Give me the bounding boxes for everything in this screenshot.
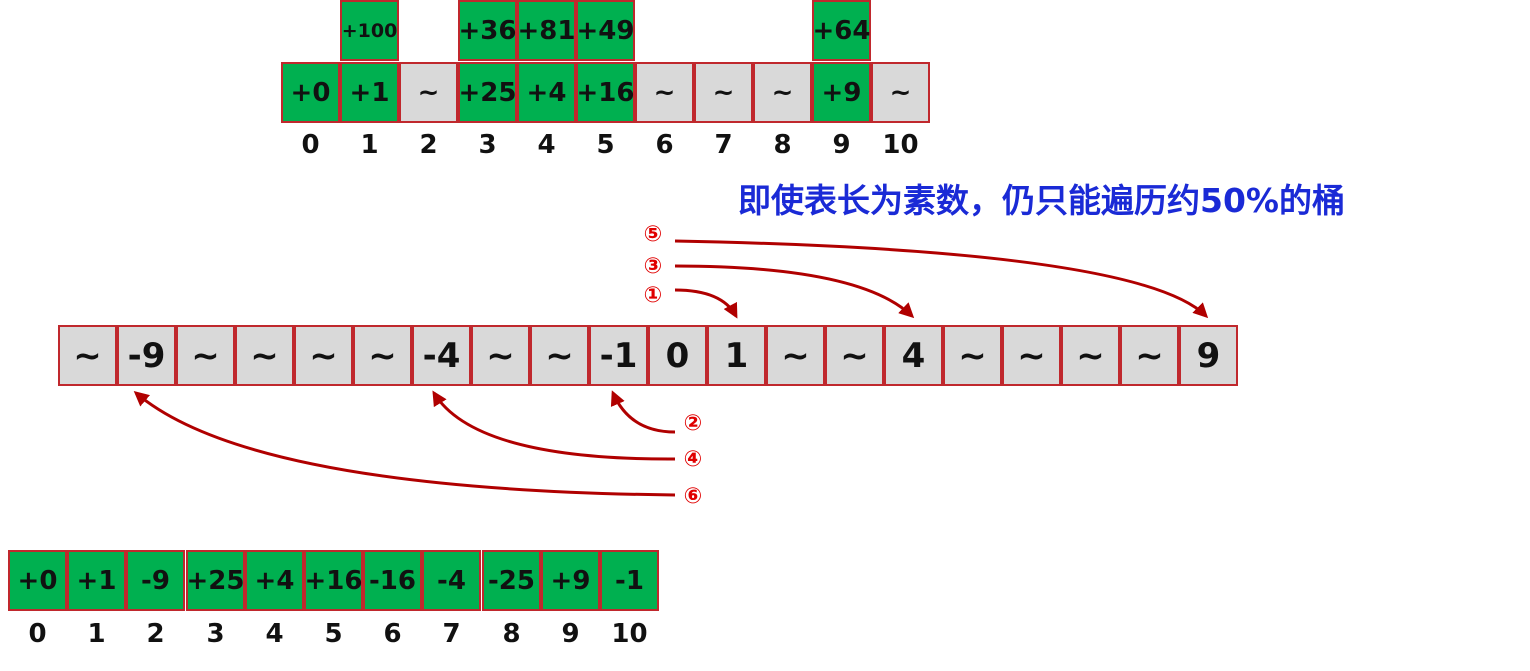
probe-cell: -1 — [589, 325, 648, 386]
bottom-bucket-index: 6 — [383, 619, 402, 649]
probe-cell: ~ — [471, 325, 530, 386]
top-bucket-cell: ~ — [694, 62, 753, 123]
top-bucket-cell: +4 — [517, 62, 576, 123]
bottom-bucket-cell: -9 — [126, 550, 185, 611]
top-bucket-cell: +25 — [458, 62, 517, 123]
probe-cell: ~ — [353, 325, 412, 386]
traversal-note: 即使表长为素数，仍只能遍历约50%的桶 — [738, 181, 1345, 220]
bottom-bucket-index: 5 — [324, 619, 343, 649]
top-upper-cell: +81 — [517, 0, 576, 61]
top-bucket-cell: ~ — [635, 62, 694, 123]
bottom-bucket-cell: -1 — [600, 550, 659, 611]
top-bucket-index: 0 — [301, 130, 320, 160]
arrow-step-5 — [674, 239, 1209, 319]
step-label-4: ④ — [683, 447, 703, 472]
top-bucket-index: 10 — [882, 130, 919, 160]
top-bucket-cell: ~ — [871, 62, 930, 123]
top-bucket-index: 5 — [596, 130, 615, 160]
probe-cell: ~ — [943, 325, 1002, 386]
probe-cell: ~ — [530, 325, 589, 386]
probe-cell: ~ — [766, 325, 825, 386]
top-bucket-index: 2 — [419, 130, 438, 160]
bottom-bucket-cell: +9 — [541, 550, 600, 611]
top-bucket-index: 9 — [832, 130, 851, 160]
probe-cell: ~ — [58, 325, 117, 386]
probe-cell: ~ — [294, 325, 353, 386]
arrow-step-4 — [432, 390, 676, 461]
arrow-step-3 — [674, 264, 915, 319]
top-bucket-index: 4 — [537, 130, 556, 160]
bottom-bucket-cell: +25 — [186, 550, 245, 611]
probe-cell: ~ — [825, 325, 884, 386]
probe-cell: ~ — [1002, 325, 1061, 386]
arrow-step-2 — [610, 390, 676, 434]
probe-cell: -9 — [117, 325, 176, 386]
bottom-bucket-cell: +16 — [304, 550, 363, 611]
bottom-bucket-cell: -25 — [482, 550, 541, 611]
probe-cell: 4 — [884, 325, 943, 386]
probe-cell: 9 — [1179, 325, 1238, 386]
top-upper-cell: +36 — [458, 0, 517, 61]
step-label-1: ① — [643, 283, 663, 308]
bottom-bucket-cell: +0 — [8, 550, 67, 611]
bottom-bucket-index: 4 — [265, 619, 284, 649]
arrow-step-6 — [133, 391, 676, 497]
step-label-2: ② — [683, 411, 703, 436]
top-upper-cell: +64 — [812, 0, 871, 61]
bottom-bucket-index: 2 — [146, 619, 165, 649]
bottom-bucket-cell: +4 — [245, 550, 304, 611]
top-bucket-cell: ~ — [399, 62, 458, 123]
top-bucket-index: 1 — [360, 130, 379, 160]
step-label-5: ⑤ — [643, 222, 663, 247]
top-bucket-index: 8 — [773, 130, 792, 160]
top-bucket-cell: +9 — [812, 62, 871, 123]
probe-cell: -4 — [412, 325, 471, 386]
bottom-bucket-index: 1 — [87, 619, 106, 649]
bottom-bucket-cell: +1 — [67, 550, 126, 611]
bottom-bucket-index: 7 — [442, 619, 461, 649]
probe-cell: ~ — [1120, 325, 1179, 386]
top-upper-cell: +100 — [340, 0, 399, 61]
top-bucket-index: 7 — [714, 130, 733, 160]
top-bucket-cell: +16 — [576, 62, 635, 123]
top-bucket-cell: +0 — [281, 62, 340, 123]
bottom-bucket-index: 8 — [502, 619, 521, 649]
step-label-3: ③ — [643, 254, 663, 279]
bottom-bucket-index: 9 — [561, 619, 580, 649]
probe-cell: ~ — [235, 325, 294, 386]
probe-cell: ~ — [176, 325, 235, 386]
step-label-6: ⑥ — [683, 484, 703, 509]
top-bucket-cell: ~ — [753, 62, 812, 123]
top-bucket-index: 6 — [655, 130, 674, 160]
bottom-bucket-index: 10 — [611, 619, 648, 649]
probe-cell: 0 — [648, 325, 707, 386]
top-bucket-cell: +1 — [340, 62, 399, 123]
top-upper-cell: +49 — [576, 0, 635, 61]
bottom-bucket-cell: -16 — [363, 550, 422, 611]
probe-cell: ~ — [1061, 325, 1120, 386]
bottom-bucket-cell: -4 — [422, 550, 481, 611]
bottom-bucket-index: 0 — [28, 619, 47, 649]
probe-cell: 1 — [707, 325, 766, 386]
bottom-bucket-index: 3 — [206, 619, 225, 649]
top-bucket-index: 3 — [478, 130, 497, 160]
arrow-step-1 — [674, 288, 738, 319]
